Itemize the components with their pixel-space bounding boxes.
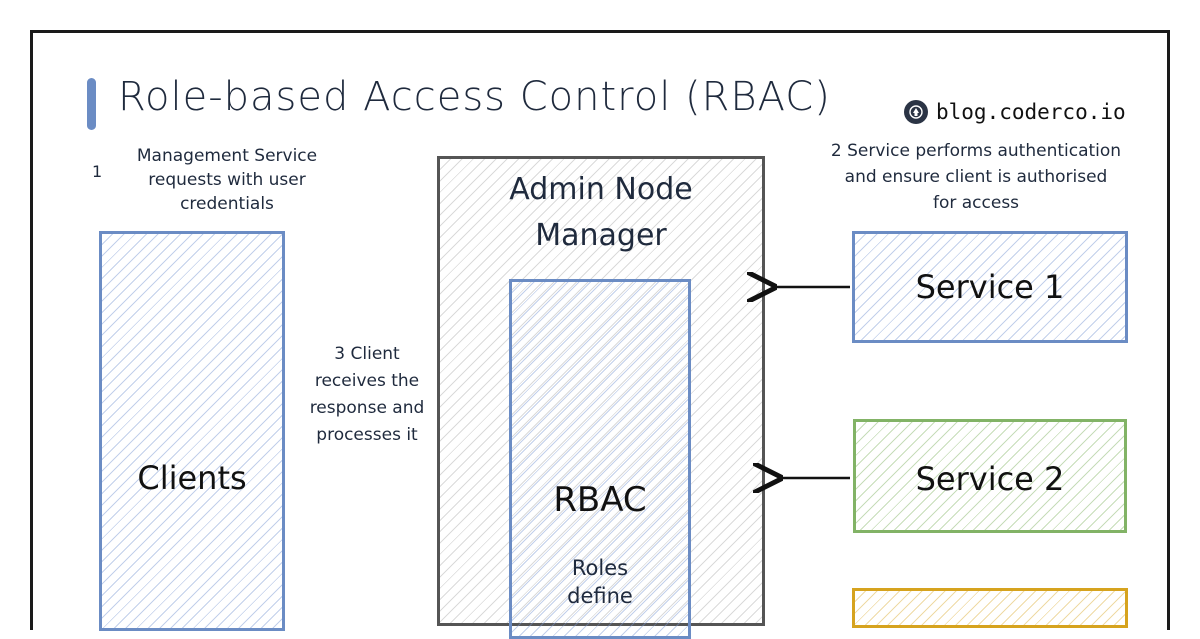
rbac-sublabel-line-1: Roles [571, 556, 629, 580]
diagram-frame [30, 30, 1170, 630]
admin-label-line-2: Manager [535, 218, 667, 253]
title-accent-bar [87, 78, 96, 130]
brand: blog.coderco.io [904, 100, 1126, 124]
clients-box: Clients [99, 231, 285, 631]
step1-line-1: Management Service [136, 146, 318, 166]
coderco-logo-icon [904, 100, 928, 124]
admin-node-manager-box: Admin Node Manager [437, 156, 765, 626]
clients-label: Clients [137, 459, 247, 497]
service-1-box: Service 1 [852, 231, 1128, 343]
brand-url: blog.coderco.io [936, 100, 1126, 124]
step1-number: 1 [92, 162, 103, 181]
admin-label-line-1: Admin Node [509, 172, 693, 207]
rbac-label: RBAC [553, 480, 647, 520]
step1-note: Management Service requests with user cr… [112, 144, 342, 216]
step3-line-3: response and [309, 398, 425, 418]
service-2-label: Service 2 [915, 460, 1065, 498]
step3-note: 3 Client receives the response and proce… [292, 341, 442, 449]
step2-line-3: for access [932, 193, 1020, 213]
rbac-box: RBAC Roles define [509, 279, 691, 639]
service-1-label: Service 1 [915, 268, 1065, 306]
service-2-box: Service 2 [853, 419, 1127, 533]
step2-line-2: and ensure client is authorised [844, 167, 1108, 187]
step1-line-3: credentials [180, 194, 274, 214]
step3-line-2: receives the [314, 371, 420, 391]
step3-line-4: processes it [316, 425, 418, 445]
step1-line-2: requests with user [148, 170, 306, 190]
arrows-layer [0, 0, 850, 600]
step2-note: 2 Service performs authentication and en… [790, 138, 1162, 216]
page-title: Role-based Access Control (RBAC) [118, 74, 831, 120]
step2-line-1: 2 Service performs authentication [830, 141, 1122, 161]
admin-node-manager-label: Admin Node Manager [440, 167, 762, 259]
step3-line-1: 3 Client [334, 344, 400, 364]
